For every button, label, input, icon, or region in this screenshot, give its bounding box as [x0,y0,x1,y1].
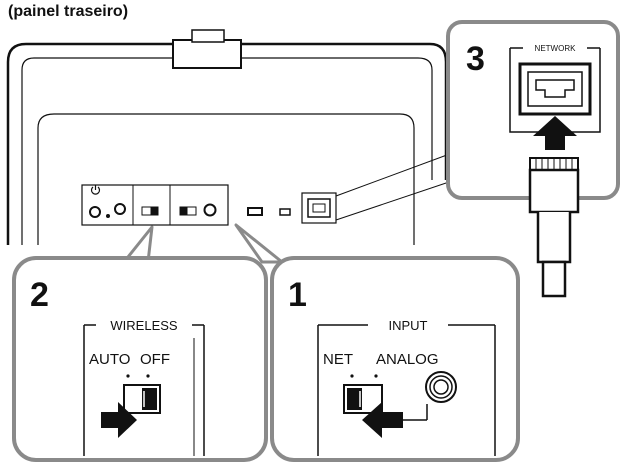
right-arrow-icon [101,402,137,438]
top-handle [172,39,242,69]
top-handle-cap [191,29,225,43]
input-option-analog: ANALOG [376,351,439,368]
left-arrow-icon [362,402,403,438]
callout-1-number: 1 [288,276,307,314]
connect-button [114,203,126,215]
inner-shell [21,57,433,245]
callout-3: 3 NETWORK [335,20,620,298]
callout-2-number: 2 [30,276,49,314]
wireless-option-auto: AUTO [89,351,130,368]
input-switch-knob [347,388,362,410]
dot-analog [374,374,378,378]
power-jack [89,206,101,218]
network-label: NETWORK [535,44,577,53]
indicator-dot [106,214,110,218]
ethernet-port-icon [518,62,592,116]
callout-3-number: 3 [466,40,485,78]
callout-2-frame [12,256,268,462]
power-icon [90,185,101,195]
input-label-frame [317,325,496,456]
usb-port-icon [247,207,263,216]
mini-ethernet-port [307,198,331,218]
mini-wireless-switch [141,206,159,216]
device-body [6,29,448,245]
control-panel-box [81,184,229,226]
input-option-net: NET [323,351,353,368]
up-arrow-icon [533,116,577,150]
mini-network-box [301,192,337,224]
wireless-label: WIRELESS [110,318,178,333]
callout-1: 1 INPUT NET ANALOG [234,223,520,462]
panel-recess [37,113,415,245]
callout-2: 2 WIRELESS AUTO OFF [12,225,268,462]
mini-wireless-knob [150,207,158,215]
mini-analog-jack [203,203,217,217]
control-strip [81,184,337,226]
ethernet-cable-icon [528,157,580,298]
caption: (painel traseiro) [8,3,129,20]
dot-off [146,374,150,378]
input-label: INPUT [389,318,428,333]
dot-net [350,374,354,378]
dot-auto [126,374,130,378]
outer-shell [6,42,448,245]
mini-port [279,208,291,216]
callout-1-frame [270,256,520,462]
wireless-option-off: OFF [140,351,170,368]
wireless-label-frame [83,325,205,456]
jack-icon [425,371,457,403]
mini-input-switch [179,206,197,216]
mini-input-knob [180,207,188,215]
wireless-switch-knob [142,388,157,410]
